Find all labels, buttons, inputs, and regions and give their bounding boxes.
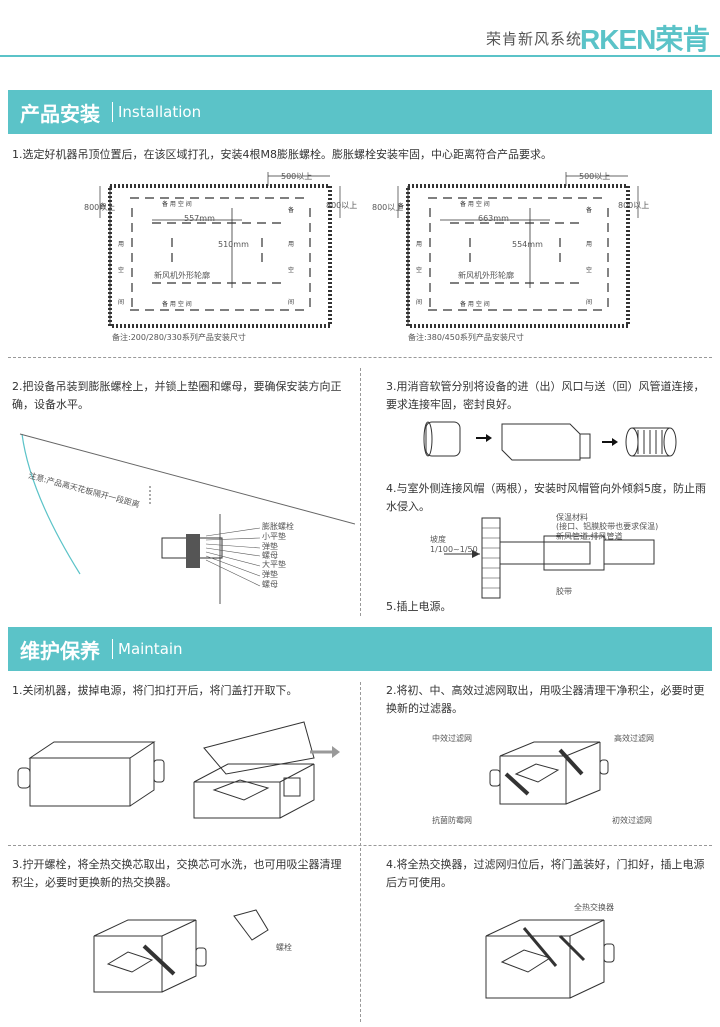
slope-value: 1/100~1/50 xyxy=(430,545,478,554)
label-primary-filter: 初效过滤网 xyxy=(612,816,652,825)
part-spring-washer-1: 弹垫 xyxy=(262,542,278,551)
label-high-filter: 高效过滤网 xyxy=(614,734,654,743)
svg-text:空: 空 xyxy=(118,266,124,274)
svg-text:用: 用 xyxy=(288,241,294,248)
dim-label-side-left-2: 800以上 xyxy=(372,203,404,212)
brand-logo: RKEN荣肯 xyxy=(580,24,710,55)
tape-label: 胶带 xyxy=(556,587,572,596)
pipe-label: 新风管道,排风管道 xyxy=(556,532,623,541)
installation-title-cn: 产品安装 xyxy=(20,102,100,126)
outline-label-right: 新风机外形轮廓 xyxy=(458,271,514,280)
maintain-step-4: 4.将全热交换器，过滤网归位后，将门盖装好，门扣好，插上电源后方可使用。 xyxy=(386,858,705,889)
svg-text:备 用 空 间: 备 用 空 间 xyxy=(460,300,490,308)
svg-text:空: 空 xyxy=(416,266,422,274)
title-separator-2 xyxy=(112,639,113,659)
title-separator xyxy=(112,102,113,122)
label-heat-exchanger: 全热交换器 xyxy=(574,903,614,912)
part-nut-2: 螺母 xyxy=(262,580,278,589)
part-expansion-bolt: 膨胀螺栓 xyxy=(262,522,294,531)
svg-text:备: 备 xyxy=(288,206,294,214)
column-divider-2 xyxy=(360,682,361,1022)
reassembly-illustration xyxy=(485,919,615,999)
brand-text: 荣肯新风系统 xyxy=(486,30,583,48)
maintain-step-3: 3.拧开螺栓，将全热交换芯取出，交换芯可水洗，也可用吸尘器清理积尘，必要时更换新… xyxy=(12,858,342,889)
dim-width-left: 557mm xyxy=(184,214,215,223)
install-step-4: 4.与室外侧连接风帽（两根），安装时风帽管向外倾斜5度，防止雨水侵入。 xyxy=(386,482,706,513)
column-divider xyxy=(360,368,361,616)
install-step-3: 3.用消音软管分别将设备的进（出）风口与送（回）风管道连接，要求连接牢固，密封良… xyxy=(386,380,705,411)
svg-text:备: 备 xyxy=(100,202,106,210)
install-layout-diagram-right: 备 备 用 空 间 备 用 用 空 空 间 备 用 空 间 间 xyxy=(397,172,639,328)
label-medium-filter: 中效过滤网 xyxy=(432,734,472,743)
installation-section-header: 产品安装 Installation xyxy=(8,90,712,134)
svg-text:备 用 空 间: 备 用 空 间 xyxy=(460,200,490,208)
label-antibacterial-filter: 抗菌防霉网 xyxy=(432,816,472,825)
header-divider xyxy=(0,55,720,57)
dim-height-right: 554mm xyxy=(512,240,543,249)
svg-text:备: 备 xyxy=(398,202,404,210)
outline-label-left: 新风机外形轮廓 xyxy=(154,271,210,280)
install-layout-diagram-left: 备 备 用 空 间 备 用 用 空 空 间 备 用 空 间 间 xyxy=(99,172,341,328)
dim-label-top-left: 500以上 xyxy=(281,172,313,181)
filter-removal-illustration xyxy=(489,741,609,805)
svg-text:间: 间 xyxy=(288,298,294,306)
dim-width-right: 663mm xyxy=(478,214,509,223)
part-large-washer: 大平垫 xyxy=(262,560,286,569)
dim-label-side-right-2: 800以上 xyxy=(618,201,650,210)
svg-text:备 用 空 间: 备 用 空 间 xyxy=(162,300,192,308)
section-divider-2 xyxy=(8,845,712,846)
svg-text:备: 备 xyxy=(586,206,592,214)
svg-text:用: 用 xyxy=(118,241,124,248)
part-small-washer: 小平垫 xyxy=(262,532,286,541)
svg-text:用: 用 xyxy=(586,241,592,248)
section-divider xyxy=(8,357,712,358)
svg-text:用: 用 xyxy=(416,241,422,248)
svg-text:间: 间 xyxy=(416,298,422,306)
slope-label: 坡度 xyxy=(430,535,446,544)
installation-title-en: Installation xyxy=(118,103,202,121)
dim-height-left: 510mm xyxy=(218,240,249,249)
dim-label-top-right: 500以上 xyxy=(579,172,611,181)
maintain-title-cn: 维护保养 xyxy=(20,639,100,663)
dim-label-side-left: 800以上 xyxy=(84,203,116,212)
insulation-note: (接口、铝膜胶带也要求保温) xyxy=(556,522,659,531)
svg-text:空: 空 xyxy=(288,266,294,274)
install-step-2: 2.把设备吊装到膨胀螺栓上，并锁上垫圈和螺母，要确保安装方向正确，设备水平。 xyxy=(12,380,342,411)
wall-cap-illustration xyxy=(444,517,655,599)
maintain-title-en: Maintain xyxy=(118,640,183,658)
open-cover-illustration xyxy=(17,721,340,819)
svg-text:间: 间 xyxy=(586,298,592,306)
svg-text:备 用 空 间: 备 用 空 间 xyxy=(162,200,192,208)
install-note-left: 备注:200/280/330系列产品安装尺寸 xyxy=(112,333,246,342)
install-note-right: 备注:380/450系列产品安装尺寸 xyxy=(408,333,524,342)
maintain-section-header: 维护保养 Maintain xyxy=(8,627,712,671)
dim-label-side-right: 800以上 xyxy=(326,201,358,210)
part-spring-washer-2: 弹垫 xyxy=(262,570,278,579)
install-step-1: 1.选定好机器吊顶位置后，在该区域打孔，安装4根M8膨胀螺栓。膨胀螺栓安装牢固，… xyxy=(12,148,552,161)
maintain-step-1: 1.关闭机器，拔掉电源，将门扣打开后，将门盖打开取下。 xyxy=(12,684,298,697)
part-nut-1: 螺母 xyxy=(262,551,278,560)
heat-exchanger-removal-illustration xyxy=(93,909,269,993)
label-bolt: 螺栓 xyxy=(276,943,292,952)
duct-connection-illustration xyxy=(423,421,677,461)
svg-text:间: 间 xyxy=(118,298,124,306)
maintain-step-2: 2.将初、中、高效过滤网取出，用吸尘器清理干净积尘，必要时更换新的过滤器。 xyxy=(386,684,705,715)
insulation-label: 保温材料 xyxy=(556,513,588,522)
install-step-5: 5.插上电源。 xyxy=(386,600,452,613)
hanging-bolt-illustration xyxy=(19,433,355,604)
svg-text:空: 空 xyxy=(586,266,592,274)
